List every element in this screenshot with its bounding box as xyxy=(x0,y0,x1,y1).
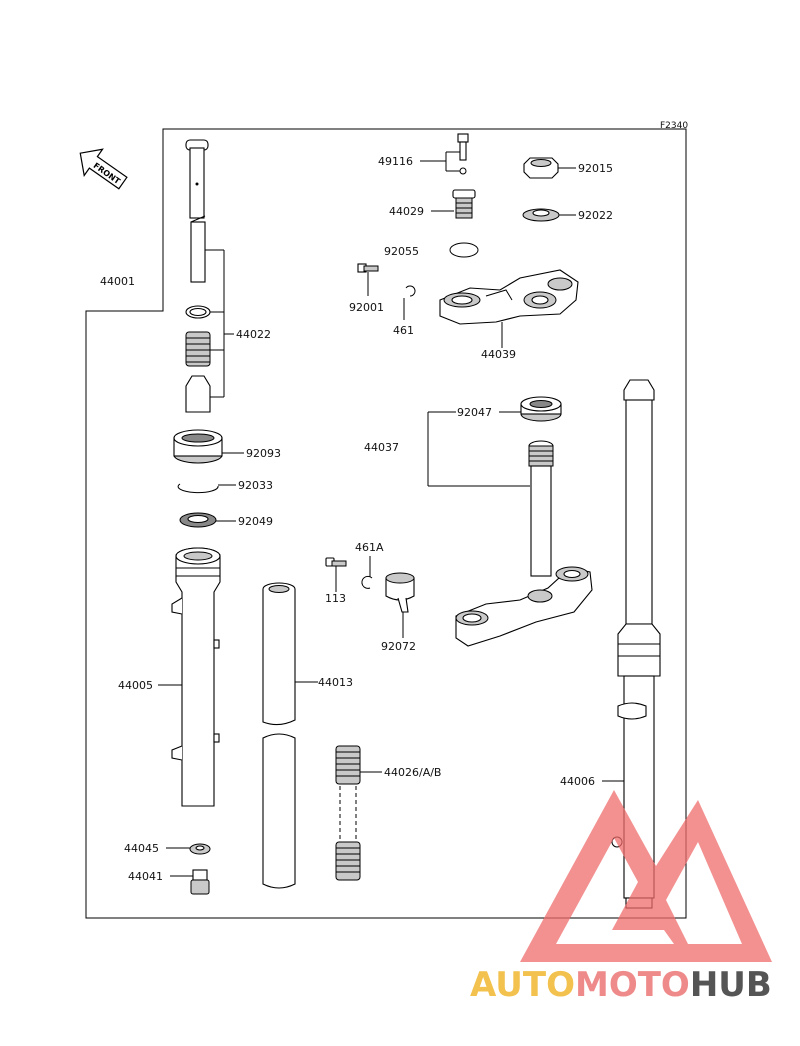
inner-fork-tube xyxy=(262,582,296,889)
label-49116: 49116 xyxy=(378,155,413,168)
label-44001: 44001 xyxy=(100,275,135,288)
small-clip xyxy=(361,575,373,589)
watermark-logo xyxy=(520,790,772,962)
label-92001: 92001 xyxy=(349,301,384,314)
oil-seal xyxy=(179,512,217,528)
washer xyxy=(522,208,560,222)
fork-spring xyxy=(335,745,361,881)
outer-fork-tube xyxy=(171,547,221,807)
label-461: 461 xyxy=(393,324,414,337)
label-44039: 44039 xyxy=(481,348,516,361)
copper-washer xyxy=(189,843,211,855)
label-44029: 44029 xyxy=(389,205,424,218)
watermark-triangle xyxy=(520,790,772,962)
o-ring xyxy=(449,242,479,258)
socket-bolt xyxy=(190,869,210,895)
damper-rod xyxy=(185,139,209,283)
label-44041: 44041 xyxy=(128,870,163,883)
svg-text:AUTOMOTOHUB: AUTOMOTOHUB xyxy=(470,965,772,1005)
upper-triple-clamp xyxy=(439,269,579,325)
watermark-moto: MOTO xyxy=(575,965,690,1005)
label-92033: 92033 xyxy=(238,479,273,492)
label-44045: 44045 xyxy=(124,842,159,855)
label-92055: 92055 xyxy=(384,245,419,258)
oil-lock-piece xyxy=(185,375,211,413)
diagram-frame xyxy=(85,128,687,919)
steering-nut xyxy=(523,157,559,179)
pinch-bolt xyxy=(325,557,347,567)
diagram-code: F2340 xyxy=(660,121,688,131)
label-44006: 44006 xyxy=(560,775,595,788)
circlip xyxy=(177,483,219,494)
cable-holder xyxy=(385,572,415,613)
label-113: 113 xyxy=(325,592,346,605)
clip-461 xyxy=(405,285,416,297)
label-44022: 44022 xyxy=(236,328,271,341)
label-92093: 92093 xyxy=(246,447,281,460)
rebound-spring xyxy=(185,331,211,367)
label-44037: 44037 xyxy=(364,441,399,454)
label-44013: 44013 xyxy=(318,676,353,689)
front-arrow-icon: FRONT xyxy=(79,148,128,190)
label-92049: 92049 xyxy=(238,515,273,528)
watermark-text: AUTOMOTOHUB xyxy=(470,965,772,1005)
watermark-auto: AUTO xyxy=(470,965,575,1005)
label-92047: 92047 xyxy=(457,406,492,419)
fork-cap-bolt xyxy=(452,189,476,219)
label-92072: 92072 xyxy=(381,640,416,653)
steering-stem xyxy=(455,440,593,647)
piston-ring xyxy=(185,305,211,319)
label-461A: 461A xyxy=(355,541,384,554)
dust-seal xyxy=(173,429,223,464)
bleed-screw xyxy=(457,133,469,175)
label-44005: 44005 xyxy=(118,679,153,692)
label-92022: 92022 xyxy=(578,209,613,222)
watermark-hub: HUB xyxy=(690,965,772,1005)
stem-cap-seal xyxy=(520,396,562,422)
label-92015: 92015 xyxy=(578,162,613,175)
label-44026: 44026/A/B xyxy=(384,766,441,779)
clamp-bolt xyxy=(357,263,379,273)
